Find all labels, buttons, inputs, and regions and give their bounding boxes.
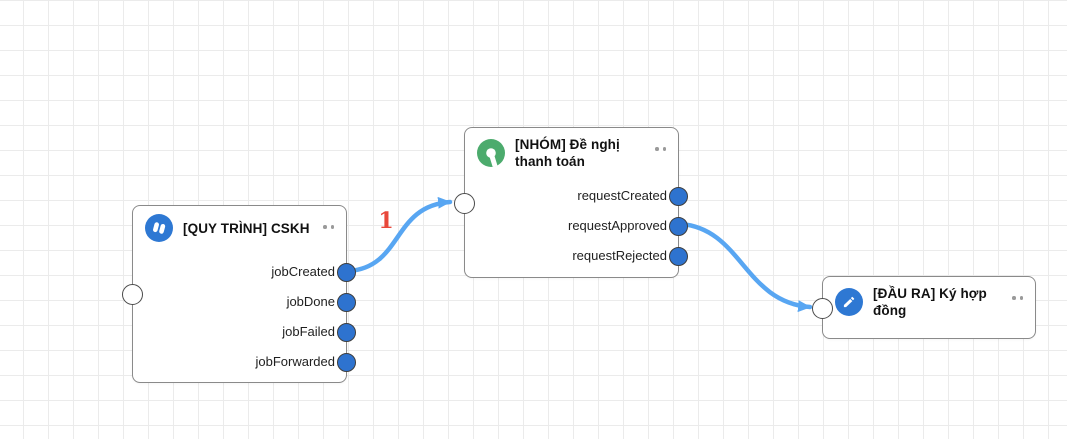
more-options-icon[interactable]: [655, 147, 666, 151]
more-options-icon[interactable]: [323, 225, 334, 229]
output-port-jobdone[interactable]: [337, 292, 356, 312]
more-options-icon[interactable]: [1012, 296, 1023, 300]
loop-icon: [477, 139, 505, 167]
workflow-node-nhom-de-nghi-thanh-toan[interactable]: [NHÓM] Đề nghị thanh toán requestCreated…: [454, 127, 688, 278]
node-header: [ĐẦU RA] Ký hợp đồng: [823, 277, 1035, 319]
node-header: [NHÓM] Đề nghị thanh toán: [465, 128, 678, 170]
output-label: jobForwarded: [255, 354, 336, 369]
pencil-icon: [835, 288, 863, 316]
input-port[interactable]: [122, 284, 143, 305]
workflow-node-quy-trinh-cskh[interactable]: [QUY TRÌNH] CSKH jobCreated jobDone jobF…: [122, 205, 356, 383]
edge-order-label: 1: [378, 208, 394, 234]
node-title: [NHÓM] Đề nghị thanh toán: [515, 137, 620, 169]
output-port-requestapproved[interactable]: [669, 216, 688, 236]
workflow-node-dau-ra-ky-hop-dong[interactable]: [ĐẦU RA] Ký hợp đồng: [812, 276, 1036, 339]
output-label: jobCreated: [271, 264, 335, 279]
output-label: jobDone: [286, 294, 335, 309]
output-label: jobFailed: [282, 324, 335, 339]
output-port-requestrejected[interactable]: [669, 246, 688, 266]
node-header: [QUY TRÌNH] CSKH: [133, 206, 346, 242]
input-port[interactable]: [454, 193, 475, 214]
output-label: requestRejected: [572, 248, 667, 263]
node-title: [QUY TRÌNH] CSKH: [183, 220, 310, 236]
input-port[interactable]: [812, 298, 833, 319]
edge-jobcreated-to-nhom[interactable]: [346, 196, 453, 274]
edge-requestapproved-to-daura[interactable]: [678, 221, 813, 313]
output-port-jobforwarded[interactable]: [337, 352, 356, 372]
node-title: [ĐẦU RA] Ký hợp đồng: [873, 286, 987, 318]
output-label: requestApproved: [567, 218, 667, 233]
output-label: requestCreated: [577, 188, 667, 203]
output-port-jobfailed[interactable]: [337, 322, 356, 342]
output-port-requestcreated[interactable]: [669, 186, 688, 206]
pause-icon: [145, 214, 173, 242]
output-port-jobcreated[interactable]: [337, 262, 356, 282]
